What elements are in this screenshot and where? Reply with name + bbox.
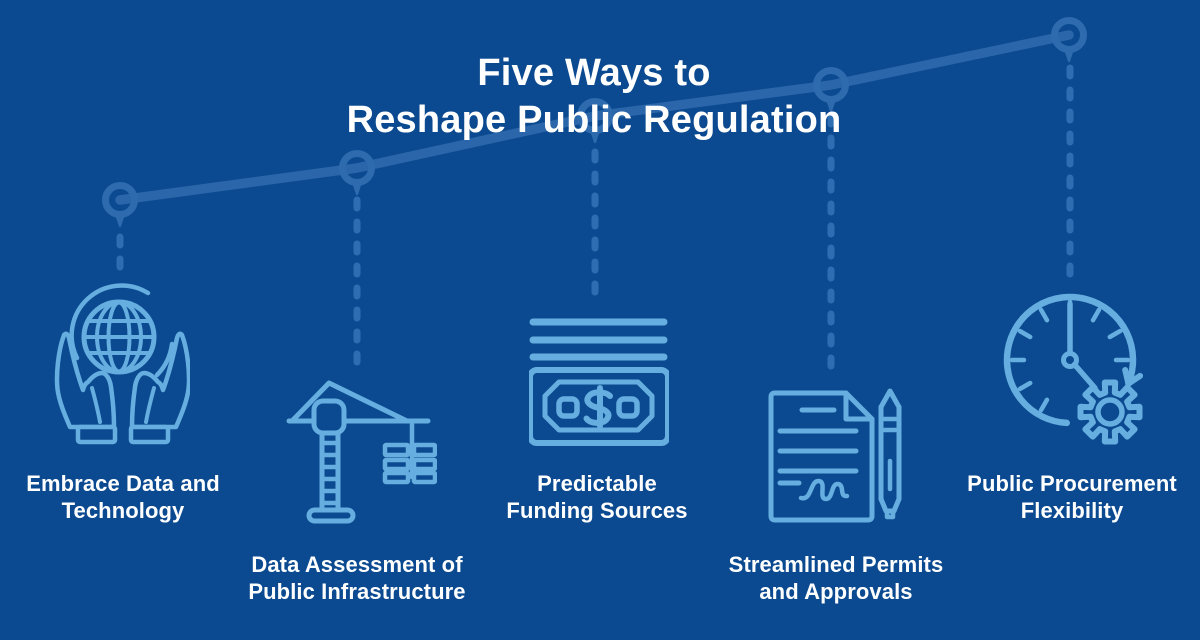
- step-label-5: Public Procurement Flexibility: [967, 471, 1177, 523]
- dollar-sign: [583, 385, 613, 429]
- page-title-line2: Reshape Public Regulation: [346, 99, 842, 141]
- trend-line: [115, 30, 1074, 205]
- clockwise-arrow: [1122, 367, 1143, 387]
- construction-crane-icon: [286, 380, 437, 524]
- step-label-4: Streamlined Permits and Approvals: [728, 552, 944, 604]
- gear: [1077, 379, 1143, 445]
- step-label-2: Data Assessment of Public Infrastructure: [248, 552, 466, 604]
- hands-globe-icon: [54, 283, 190, 445]
- crane-load: [382, 442, 437, 485]
- node-marker: [813, 67, 849, 113]
- right-hand: [128, 331, 190, 445]
- globe: [81, 299, 157, 375]
- node-marker: [339, 150, 375, 196]
- document: [768, 390, 875, 523]
- clock: [1003, 293, 1143, 427]
- node-marker: [577, 98, 613, 144]
- left-hand: [54, 331, 118, 445]
- step-label-1: Embrace Data and Technology: [26, 471, 220, 523]
- pen: [878, 388, 902, 520]
- dotted-connectors: [116, 64, 1074, 384]
- signature-squiggle: [798, 478, 850, 502]
- document-pen-icon: [768, 388, 902, 523]
- page-title-line1: Five Ways to: [477, 52, 711, 94]
- page-title: Five Ways to Reshape Public Regulation: [244, 50, 944, 144]
- node-marker: [1051, 17, 1087, 63]
- step-label-3: Predictable Funding Sources: [506, 471, 688, 523]
- clock-gear-icon: [1003, 293, 1143, 445]
- node-marker: [102, 182, 138, 228]
- trend-nodes: [102, 17, 1087, 228]
- banknotes-icon: [529, 318, 669, 446]
